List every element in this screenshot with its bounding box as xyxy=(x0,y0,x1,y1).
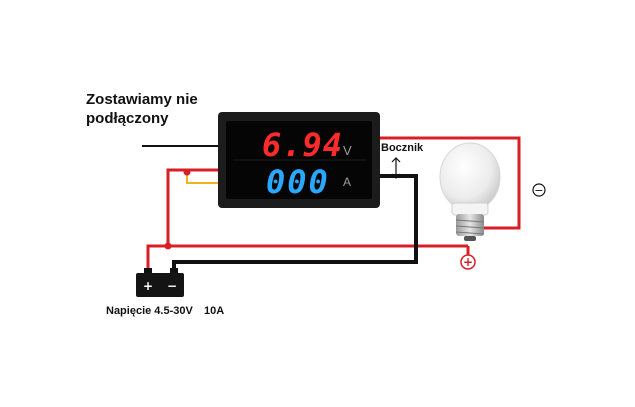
red-wire-left xyxy=(146,168,222,272)
light-bulb xyxy=(439,142,501,241)
battery-plus: + xyxy=(143,279,153,293)
yellow-wire xyxy=(186,172,222,184)
voltmeter-ammeter xyxy=(218,112,380,208)
current-reading: 000 xyxy=(266,163,330,201)
black-wire xyxy=(172,174,418,272)
minus-symbol-circle xyxy=(532,183,546,197)
voltage-reading: 6.94 xyxy=(262,126,343,164)
battery-minus: − xyxy=(167,279,177,293)
red-wire-right xyxy=(376,136,521,230)
plus-symbol-circle xyxy=(460,254,476,270)
plus-symbol: + xyxy=(463,255,473,269)
junction-dot xyxy=(164,242,172,250)
minus-symbol: − xyxy=(534,184,543,197)
junction-dot xyxy=(183,168,191,176)
current-rating-label: 10A xyxy=(204,305,225,317)
unconnected-note-line2: podłączony xyxy=(86,110,169,127)
voltage-unit: V xyxy=(343,143,352,158)
unconnected-note-line1: Zostawiamy nie xyxy=(86,91,198,108)
supply-voltage-label: Napięcie 4.5-30V xyxy=(106,305,193,317)
battery xyxy=(136,268,184,297)
shunt-arrow xyxy=(391,157,401,179)
current-unit: A xyxy=(343,175,351,189)
shunt-label: Bocznik xyxy=(381,142,424,154)
